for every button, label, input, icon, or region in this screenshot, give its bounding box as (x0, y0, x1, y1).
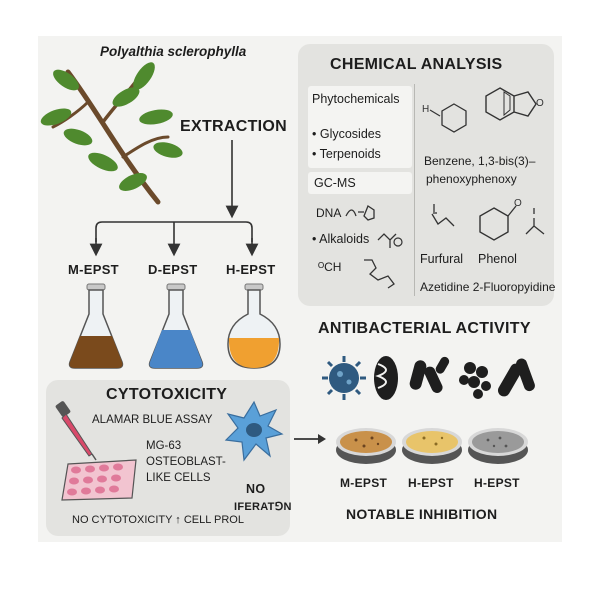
flask-m-icon (68, 283, 124, 369)
extraction-label: EXTRACTION (180, 118, 287, 135)
chain-molecule-icon (364, 259, 395, 289)
well-plate-icon (61, 459, 137, 501)
antibacterial-result: NOTABLE INHIBITION (346, 506, 498, 522)
alkaloids-text: Alkaloids (319, 232, 370, 246)
extract-label-h: H-EPST (226, 262, 276, 277)
list-item: Glycosides (312, 124, 381, 144)
spiral-bacteria-icon (374, 356, 398, 400)
compound-phenol: Phenol (478, 252, 517, 266)
compound-phenoxy: phenoxyphenoxy (426, 172, 517, 186)
compound-benzene: Benzene, 1,3-bis(3)– (424, 154, 536, 168)
cells-line-3: LIKE CELLS (146, 472, 211, 484)
petri-dish-h2-icon (468, 428, 528, 464)
extract-label-m: M-EPST (68, 262, 119, 277)
plate-label-h1: H-EPST (408, 476, 454, 490)
rod-bacteria-icon (409, 356, 450, 393)
petri-dish-m-icon (336, 428, 396, 464)
phytochemicals-list: Glycosides Terpenoids (312, 124, 381, 164)
list-item: Terpenoids (312, 144, 381, 164)
cytotoxicity-panel (46, 380, 290, 536)
assay-label: ALAMAR BLUE ASSAY (92, 414, 213, 426)
compound-furfural: Furfural (420, 252, 464, 266)
plant-name: Polyalthia sclerophylla (100, 44, 247, 59)
cytotoxicity-title: CYTOTOXICITY (106, 386, 228, 403)
compound-azetidine: Azetidine 2-Fluoropyidine (420, 280, 556, 294)
phenol-structure-icon: H (422, 103, 467, 133)
furfural-structure-icon (431, 204, 455, 227)
alkaloids-label: • Alkaloids (312, 232, 370, 246)
extract-label-d: D-EPST (148, 262, 198, 277)
h-glyph: H (422, 104, 429, 115)
virus-icon (322, 356, 366, 400)
plate-label-h2: H-EPST (474, 476, 520, 490)
gcms-header: GC-MS (314, 176, 356, 190)
o-glyph: O (536, 98, 544, 109)
panel-divider (414, 84, 415, 296)
cells-line-2: OSTEOBLAST- (146, 456, 226, 468)
bacteria-row-icon (322, 356, 535, 400)
antibacterial-title: ANTIBACTERIAL ACTIVITY (318, 320, 531, 337)
cluster-bacteria-icon (459, 362, 491, 399)
flask-d-icon (148, 283, 204, 369)
cytotoxicity-conclusion: NO CYTOTOXICITY ↑ CELL PROL (72, 514, 244, 526)
dna-molecule-icon (345, 205, 375, 221)
gcms-box (308, 172, 412, 194)
azetidine-structure-icon (525, 208, 545, 235)
iferation-label: IFERATꓨN (234, 501, 292, 513)
phenol-ring-icon: O (479, 198, 522, 241)
leafy-branch-icon (40, 62, 183, 205)
arrow-right-icon (294, 434, 326, 444)
alkaloid-molecule-icon (377, 233, 403, 248)
osteoblast-cell-icon (224, 400, 284, 462)
pipette-icon (55, 401, 97, 461)
dna-label: DNA (316, 206, 342, 220)
bacillus-bacteria-icon (498, 358, 535, 397)
petri-dish-h1-icon (402, 428, 462, 464)
no-label: NO (246, 482, 266, 496)
phytochemicals-header: Phytochemicals (312, 92, 400, 106)
cells-line-1: MG-63 (146, 440, 182, 452)
hydroxyl-glyph: ᴼCH (318, 260, 342, 274)
plate-label-m: M-EPST (340, 476, 388, 490)
indane-structure-icon: O (485, 87, 544, 121)
o-glyph-phenol: O (514, 198, 522, 209)
flask-h-icon (227, 283, 281, 369)
chemical-analysis-title: CHEMICAL ANALYSIS (330, 56, 503, 73)
